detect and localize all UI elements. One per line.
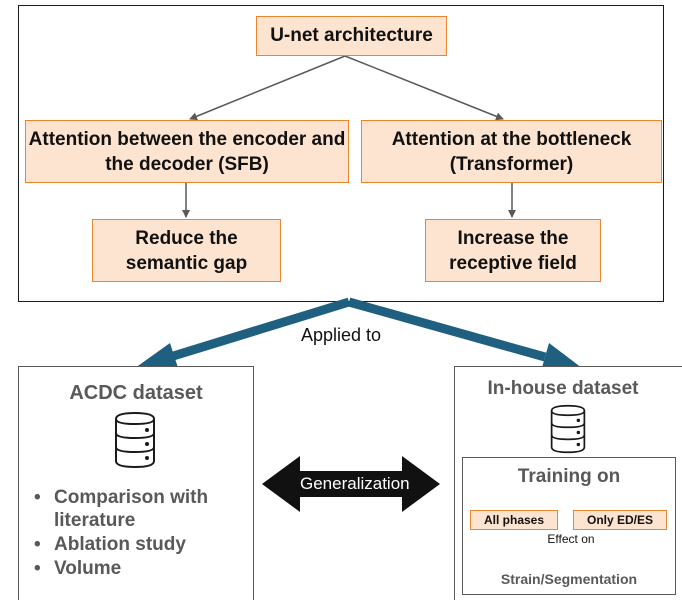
training-on-title: Training on xyxy=(517,466,621,487)
training-subframe xyxy=(462,457,676,595)
all-phases-label: All phases xyxy=(483,513,545,527)
list-item: •Ablation study xyxy=(34,534,186,555)
acdc-bullet-comparison: Comparison with literature xyxy=(54,487,209,531)
applied-to-arrows xyxy=(135,297,582,371)
root-to-right-connector xyxy=(344,55,504,121)
effect-on-label: Effect on xyxy=(541,532,601,546)
database-icon xyxy=(115,411,155,469)
database-icon xyxy=(550,404,586,454)
applied-left-arrow xyxy=(168,297,351,362)
reduce-semantic-gap-box: Reduce the semantic gap xyxy=(92,219,281,282)
encoder-decoder-attention-label: Attention between the encoder and the de… xyxy=(28,128,346,175)
applied-right-arrow xyxy=(347,297,547,362)
all-phases-box: All phases xyxy=(470,510,558,530)
increase-receptive-field-label: Increase the receptive field xyxy=(449,227,577,274)
list-item: •Comparison with literature xyxy=(34,487,209,531)
increase-receptive-field-box: Increase the receptive field xyxy=(425,219,601,282)
acdc-bullet-volume: Volume xyxy=(54,558,122,579)
bottleneck-attention-label: Attention at the bottleneck (Transformer… xyxy=(391,128,632,175)
bottleneck-attention-box: Attention at the bottleneck (Transformer… xyxy=(361,120,662,183)
acdc-bullet-ablation: Ablation study xyxy=(54,534,186,555)
applied-right-arrowhead xyxy=(541,343,582,371)
generalization-double-arrow xyxy=(262,456,440,512)
list-item: •Volume xyxy=(34,558,122,579)
encoder-decoder-attention-box: Attention between the encoder and the de… xyxy=(25,120,349,183)
reduce-semantic-gap-label: Reduce the semantic gap xyxy=(125,227,248,274)
inhouse-dataset-title: In-house dataset xyxy=(487,378,639,399)
strain-segmentation-label: Strain/Segmentation xyxy=(500,571,638,587)
unet-architecture-label: U-net architecture xyxy=(270,25,433,46)
only-ed-es-box: Only ED/ES xyxy=(573,510,667,530)
applied-left-arrowhead xyxy=(135,343,179,371)
generalization-label: Generalization xyxy=(300,474,410,493)
acdc-dataset-title: ACDC dataset xyxy=(69,382,203,404)
acdc-dataset-panel xyxy=(18,366,254,600)
unet-architecture-box: U-net architecture xyxy=(256,16,447,56)
acdc-bullet-list: •Comparison with literature •Ablation st… xyxy=(32,486,242,581)
applied-to-label: Applied to xyxy=(301,325,382,345)
root-to-left-connector xyxy=(189,55,346,121)
only-ed-es-label: Only ED/ES xyxy=(586,513,654,527)
